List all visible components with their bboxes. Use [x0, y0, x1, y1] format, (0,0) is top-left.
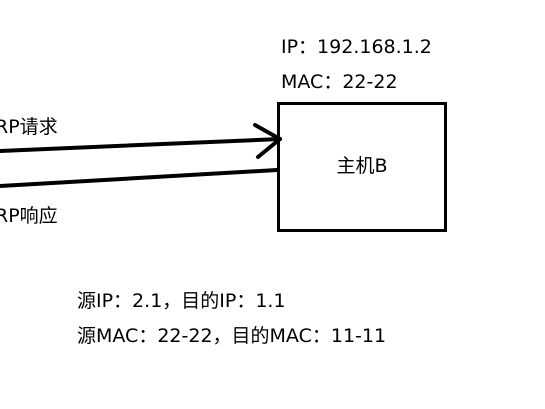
host-b-box: 主机B — [277, 102, 447, 232]
arp-request-label: ARP请求 — [0, 116, 58, 138]
host-mac-text: MAC：22-22 — [281, 71, 398, 93]
arp-request-arrowhead — [253, 123, 282, 159]
host-b-label: 主机B — [336, 155, 388, 177]
arp-response-line — [0, 168, 279, 188]
arp-request-line — [0, 137, 282, 153]
packet-mac-line: 源MAC：22-22，目的MAC：11-11 — [77, 325, 387, 347]
host-ip-text: IP：192.168.1.2 — [281, 36, 432, 58]
arp-response-label: ARP响应 — [0, 205, 58, 227]
packet-ip-line: 源IP：2.1，目的IP：1.1 — [77, 290, 286, 312]
